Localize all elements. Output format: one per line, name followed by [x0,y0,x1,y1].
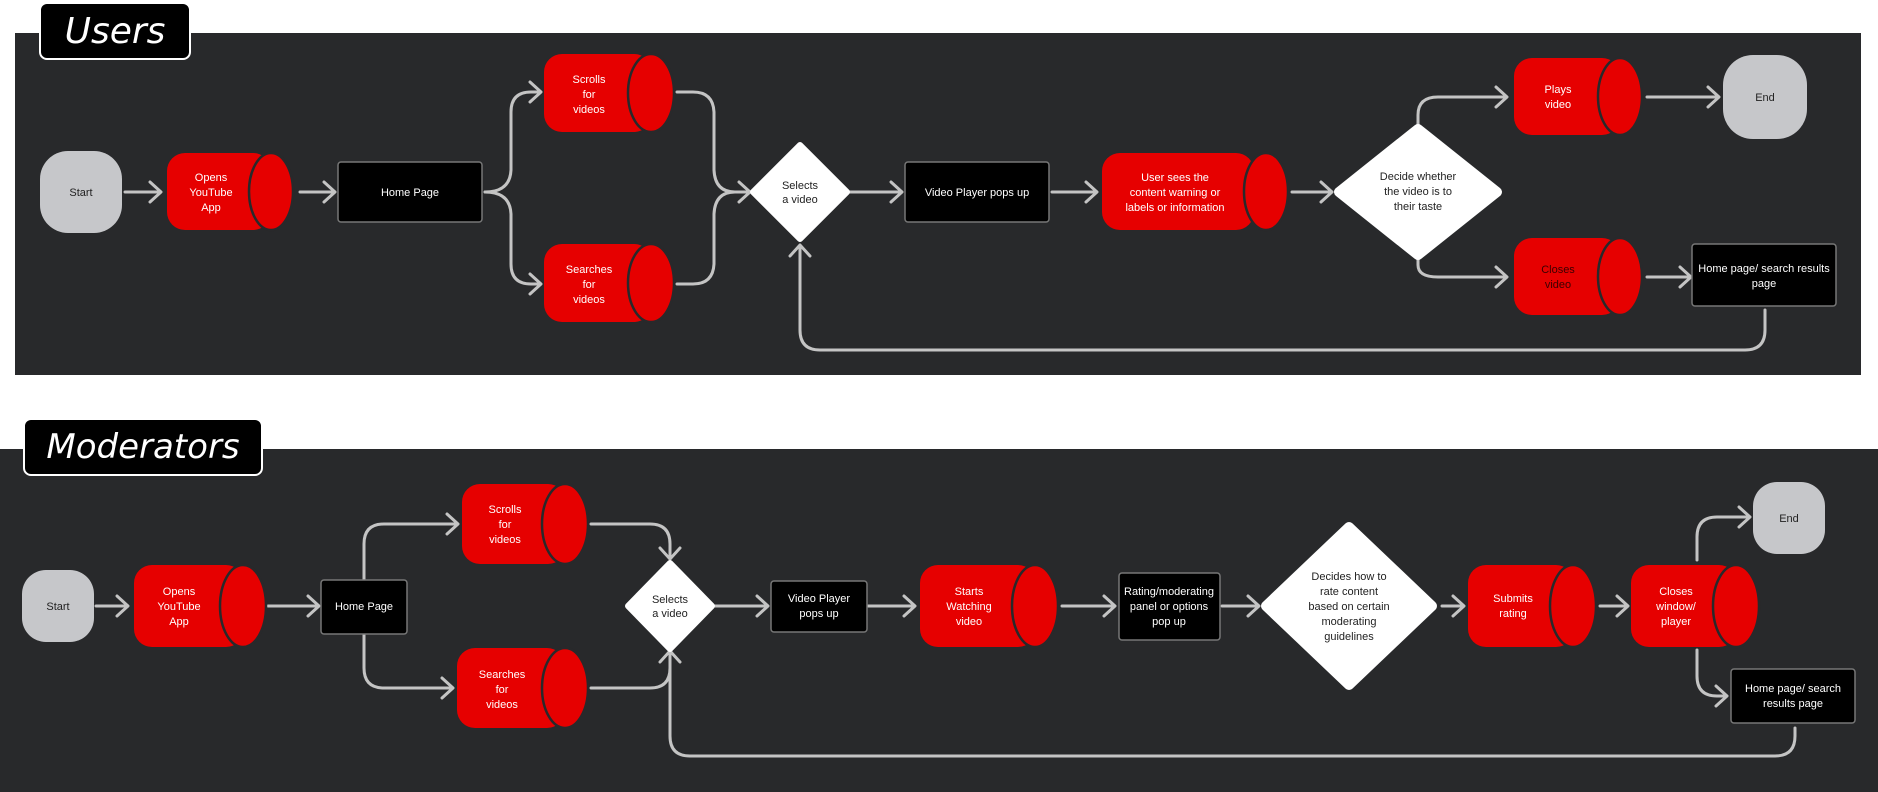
users-home-page-node: Home Page [337,161,483,223]
svg-text:based on certain: based on certain [1308,601,1389,613]
svg-text:Watching: Watching [946,601,991,613]
svg-text:Rating/moderating: Rating/moderating [1124,586,1214,598]
svg-text:video: video [956,616,982,628]
svg-text:pop up: pop up [1152,616,1186,628]
svg-text:video: video [1545,99,1571,111]
moderators-decides-decision: Decides how to rate content based on cer… [1261,522,1437,690]
svg-text:Closes: Closes [1659,586,1693,598]
svg-text:App: App [169,616,189,628]
svg-text:rating: rating [1499,608,1527,620]
moderators-selects-decision: Selects a video [625,560,715,652]
svg-text:for: for [496,684,509,696]
svg-text:Selects: Selects [652,594,689,606]
svg-text:window/: window/ [1655,601,1697,613]
svg-text:pops up: pops up [799,608,838,620]
svg-text:Video Player pops up: Video Player pops up [925,187,1029,199]
moderators-starts-watching-node: Starts Watching video [920,563,1060,649]
svg-text:for: for [583,89,596,101]
moderators-rating-panel-node: Rating/moderating panel or options pop u… [1118,572,1221,641]
svg-text:Selects: Selects [782,180,819,192]
users-end-node: End [1723,55,1807,139]
svg-text:Home page/ search: Home page/ search [1745,683,1841,695]
svg-text:Opens: Opens [195,172,228,184]
moderators-scrolls-node: Scrolls for videos [462,482,590,566]
svg-text:Plays: Plays [1545,84,1572,96]
svg-text:Home page/ search results: Home page/ search results [1698,263,1830,275]
svg-text:moderating: moderating [1321,616,1376,628]
svg-text:Start: Start [69,187,92,199]
moderators-home-page-node: Home Page [320,579,408,635]
moderators-closes-window-node: Closes window/ player [1631,563,1761,649]
users-plays-video-node: Plays video [1514,56,1644,137]
svg-text:Decides how to: Decides how to [1311,571,1386,583]
svg-text:results page: results page [1763,698,1823,710]
svg-text:Start: Start [46,601,69,613]
svg-text:video: video [1545,279,1571,291]
moderators-home-search-node: Home page/ search results page [1730,668,1856,724]
moderators-opens-app-node: Opens YouTube App [134,563,268,649]
svg-text:their taste: their taste [1394,201,1442,213]
svg-text:Home Page: Home Page [335,601,393,613]
svg-text:Submits: Submits [1493,593,1533,605]
svg-text:Home Page: Home Page [381,187,439,199]
svg-text:Searches: Searches [566,264,613,276]
svg-text:videos: videos [573,294,605,306]
svg-text:the video is to: the video is to [1384,186,1452,198]
users-opens-app-node: Opens YouTube App [167,151,295,232]
svg-text:End: End [1779,513,1799,525]
svg-text:panel or options: panel or options [1130,601,1209,613]
svg-text:player: player [1661,616,1691,628]
moderators-end-node: End [1753,482,1825,554]
svg-text:guidelines: guidelines [1324,631,1374,643]
users-closes-video-node: Closes video [1514,236,1644,317]
users-connectors [123,80,1767,352]
svg-text:Starts: Starts [955,586,984,598]
svg-text:a video: a video [782,194,817,206]
moderators-section-title: Moderators [23,418,263,476]
svg-text:App: App [201,202,221,214]
svg-text:for: for [499,519,512,531]
moderators-submits-rating-node: Submits rating [1468,563,1598,649]
users-home-search-node: Home page/ search results page [1691,243,1837,307]
svg-text:videos: videos [486,699,518,711]
svg-text:Closes: Closes [1541,264,1575,276]
moderators-connectors [94,505,1797,758]
svg-text:Scrolls: Scrolls [488,504,522,516]
svg-text:End: End [1755,92,1775,104]
users-selects-decision: Selects a video [750,142,850,242]
users-decide-decision: Decide whether the video is to their tas… [1334,124,1502,260]
svg-text:labels or information: labels or information [1125,202,1224,214]
svg-text:content warning or: content warning or [1130,187,1221,199]
svg-text:rate content: rate content [1320,586,1378,598]
svg-text:Opens: Opens [163,586,196,598]
svg-text:page: page [1752,278,1776,290]
users-warning-node: User sees the content warning or labels … [1102,151,1290,232]
svg-text:Scrolls: Scrolls [572,74,606,86]
moderators-start-node: Start [22,570,94,642]
svg-text:Searches: Searches [479,669,526,681]
users-searches-node: Searches for videos [544,242,676,324]
moderators-video-player-node: Video Player pops up [770,580,868,633]
svg-text:for: for [583,279,596,291]
users-scrolls-node: Scrolls for videos [544,52,676,134]
users-video-player-node: Video Player pops up [904,161,1050,223]
svg-text:YouTube: YouTube [157,601,200,613]
moderators-searches-node: Searches for videos [457,646,590,730]
svg-text:videos: videos [489,534,521,546]
svg-text:User sees the: User sees the [1141,172,1209,184]
svg-text:Decide whether: Decide whether [1380,171,1457,183]
users-section-title: Users [39,2,191,60]
users-start-node: Start [40,151,122,233]
svg-text:videos: videos [573,104,605,116]
svg-text:Video Player: Video Player [788,593,851,605]
svg-text:a video: a video [652,608,687,620]
svg-text:YouTube: YouTube [189,187,232,199]
